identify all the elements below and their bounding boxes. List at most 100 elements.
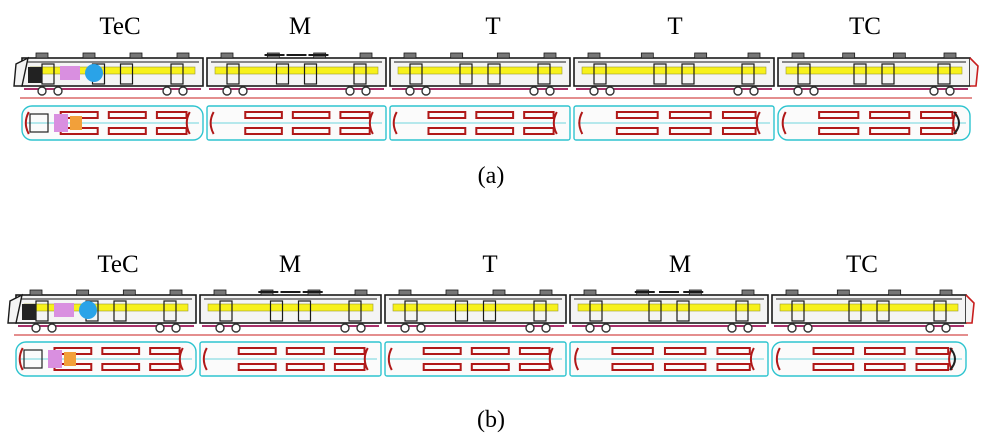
- door: [303, 63, 318, 85]
- door: [163, 300, 177, 322]
- vestibule: [749, 347, 755, 371]
- roof-equipment: [29, 289, 43, 296]
- seat-row: [869, 127, 911, 135]
- seat-row: [668, 127, 712, 135]
- wheel: [589, 86, 599, 96]
- wheel: [787, 323, 797, 333]
- wheel: [545, 86, 555, 96]
- roof-equipment: [129, 52, 143, 59]
- roof-equipment: [359, 52, 373, 59]
- car-plan-view: [777, 105, 971, 141]
- seat-row: [285, 347, 325, 355]
- door: [797, 63, 811, 85]
- wheel: [31, 323, 41, 333]
- cab-equipment: [79, 301, 97, 319]
- car-label: M: [279, 251, 301, 278]
- wheel: [171, 323, 181, 333]
- door: [648, 300, 662, 322]
- door: [735, 300, 749, 322]
- wheel: [421, 86, 431, 96]
- door: [275, 63, 290, 85]
- seat-row: [915, 347, 950, 355]
- window-band: [392, 303, 559, 312]
- door: [119, 63, 134, 85]
- window-band: [397, 66, 563, 75]
- roof-equipment: [213, 289, 227, 296]
- roof-equipment: [492, 289, 506, 296]
- seat-row: [818, 111, 860, 119]
- door: [404, 300, 418, 322]
- seat-row: [107, 127, 147, 135]
- vestibule: [392, 111, 398, 135]
- wheel: [605, 86, 615, 96]
- door: [482, 300, 497, 322]
- wheel: [238, 86, 248, 96]
- door: [170, 63, 184, 85]
- wheel: [47, 323, 57, 333]
- roof-equipment: [785, 289, 799, 296]
- vestibule: [574, 347, 580, 371]
- roof-equipment: [640, 52, 654, 59]
- seat-row: [818, 127, 860, 135]
- window-band: [207, 303, 374, 312]
- roof-equipment: [539, 289, 553, 296]
- wheel: [727, 323, 737, 333]
- vestibule: [185, 111, 191, 135]
- seat-row: [611, 363, 654, 371]
- door: [848, 300, 862, 322]
- wheel: [803, 323, 813, 333]
- car-side-view: [771, 289, 975, 333]
- wheel: [793, 86, 803, 96]
- seat-row: [920, 111, 954, 119]
- roof-equipment: [496, 52, 510, 59]
- roof-equipment: [354, 289, 368, 296]
- door: [537, 63, 551, 85]
- wheel: [809, 86, 819, 96]
- wheel: [945, 86, 955, 96]
- roof-equipment: [403, 52, 417, 59]
- car-label: T: [667, 13, 682, 40]
- vestibule: [387, 347, 393, 371]
- seat-row: [475, 111, 515, 119]
- seat-row: [427, 127, 467, 135]
- door: [676, 300, 690, 322]
- car-plan-view: [573, 105, 775, 141]
- vestibule: [202, 347, 208, 371]
- roof-equipment: [892, 52, 906, 59]
- seat-row: [244, 127, 283, 135]
- seat-row: [518, 363, 551, 371]
- door: [219, 300, 233, 322]
- vestibule: [578, 111, 584, 135]
- vestibule: [368, 111, 374, 135]
- door: [348, 300, 362, 322]
- seat-row: [237, 363, 277, 371]
- seat-row: [149, 347, 181, 355]
- wheel: [356, 323, 366, 333]
- door: [487, 63, 501, 85]
- window-band: [779, 303, 959, 312]
- wheel: [601, 323, 611, 333]
- wheel: [925, 323, 935, 333]
- seat-row: [920, 127, 954, 135]
- seat-row: [285, 363, 325, 371]
- roof-equipment: [450, 52, 464, 59]
- car-plan-view: [21, 105, 204, 141]
- seat-row: [812, 363, 855, 371]
- car-plan-view: [569, 341, 769, 377]
- vestibule: [209, 111, 215, 135]
- door: [113, 300, 127, 322]
- door: [681, 63, 695, 85]
- roof-equipment: [836, 289, 850, 296]
- roof-equipment: [791, 52, 805, 59]
- diagram-caption: (b): [477, 407, 505, 433]
- cab-nose: [13, 56, 29, 87]
- roof-equipment: [583, 289, 597, 296]
- car-label: TC: [846, 251, 878, 278]
- seat-row: [333, 363, 366, 371]
- seat-row: [422, 347, 462, 355]
- vestibule: [18, 347, 24, 371]
- seat-row: [155, 111, 188, 119]
- wheel: [416, 323, 426, 333]
- seat-row: [422, 363, 462, 371]
- seat-row: [427, 111, 467, 119]
